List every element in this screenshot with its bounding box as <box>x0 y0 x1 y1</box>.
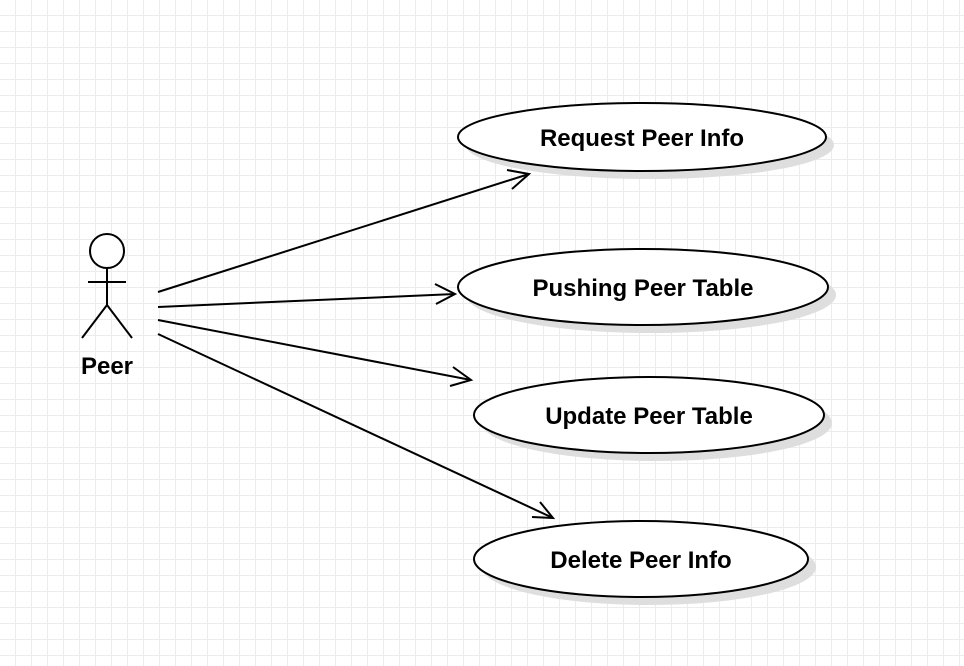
association-line <box>157 333 554 519</box>
use-case-label: Request Peer Info <box>540 125 744 152</box>
association-delete-peer-info[interactable] <box>157 333 556 520</box>
use-case-label: Pushing Peer Table <box>533 275 754 302</box>
association-line <box>157 319 472 381</box>
associations <box>157 169 556 520</box>
use-case-pushing-peer-table[interactable]: Pushing Peer Table <box>457 248 836 333</box>
use-case-update-peer-table[interactable]: Update Peer Table <box>473 376 832 461</box>
association-line <box>157 293 456 308</box>
use-case-ellipse <box>473 520 809 598</box>
arrowhead-icon <box>506 169 532 190</box>
use-case-ellipse <box>473 376 825 454</box>
actor-right-leg <box>106 304 133 339</box>
use-case-request-peer-info[interactable]: Request Peer Info <box>457 102 834 179</box>
association-pushing-peer-table[interactable] <box>157 283 458 308</box>
arrowhead-icon <box>434 283 458 305</box>
association-line <box>157 173 530 293</box>
association-update-peer-table[interactable] <box>157 319 474 387</box>
arrowhead-icon <box>531 501 556 520</box>
arrowhead-icon <box>449 366 474 387</box>
actor-label: Peer <box>81 353 133 380</box>
actor-left-leg <box>81 304 108 339</box>
actor-head <box>89 233 125 269</box>
use-case-ellipse <box>457 248 829 326</box>
use-case-delete-peer-info[interactable]: Delete Peer Info <box>473 520 816 605</box>
association-request-peer-info[interactable] <box>157 169 532 293</box>
use-case-label: Delete Peer Info <box>550 547 731 574</box>
use-case-ellipse <box>457 102 827 172</box>
actor-peer[interactable]: Peer <box>81 233 133 380</box>
stick-figure-icon <box>81 233 133 339</box>
use-case-label: Update Peer Table <box>545 403 753 430</box>
